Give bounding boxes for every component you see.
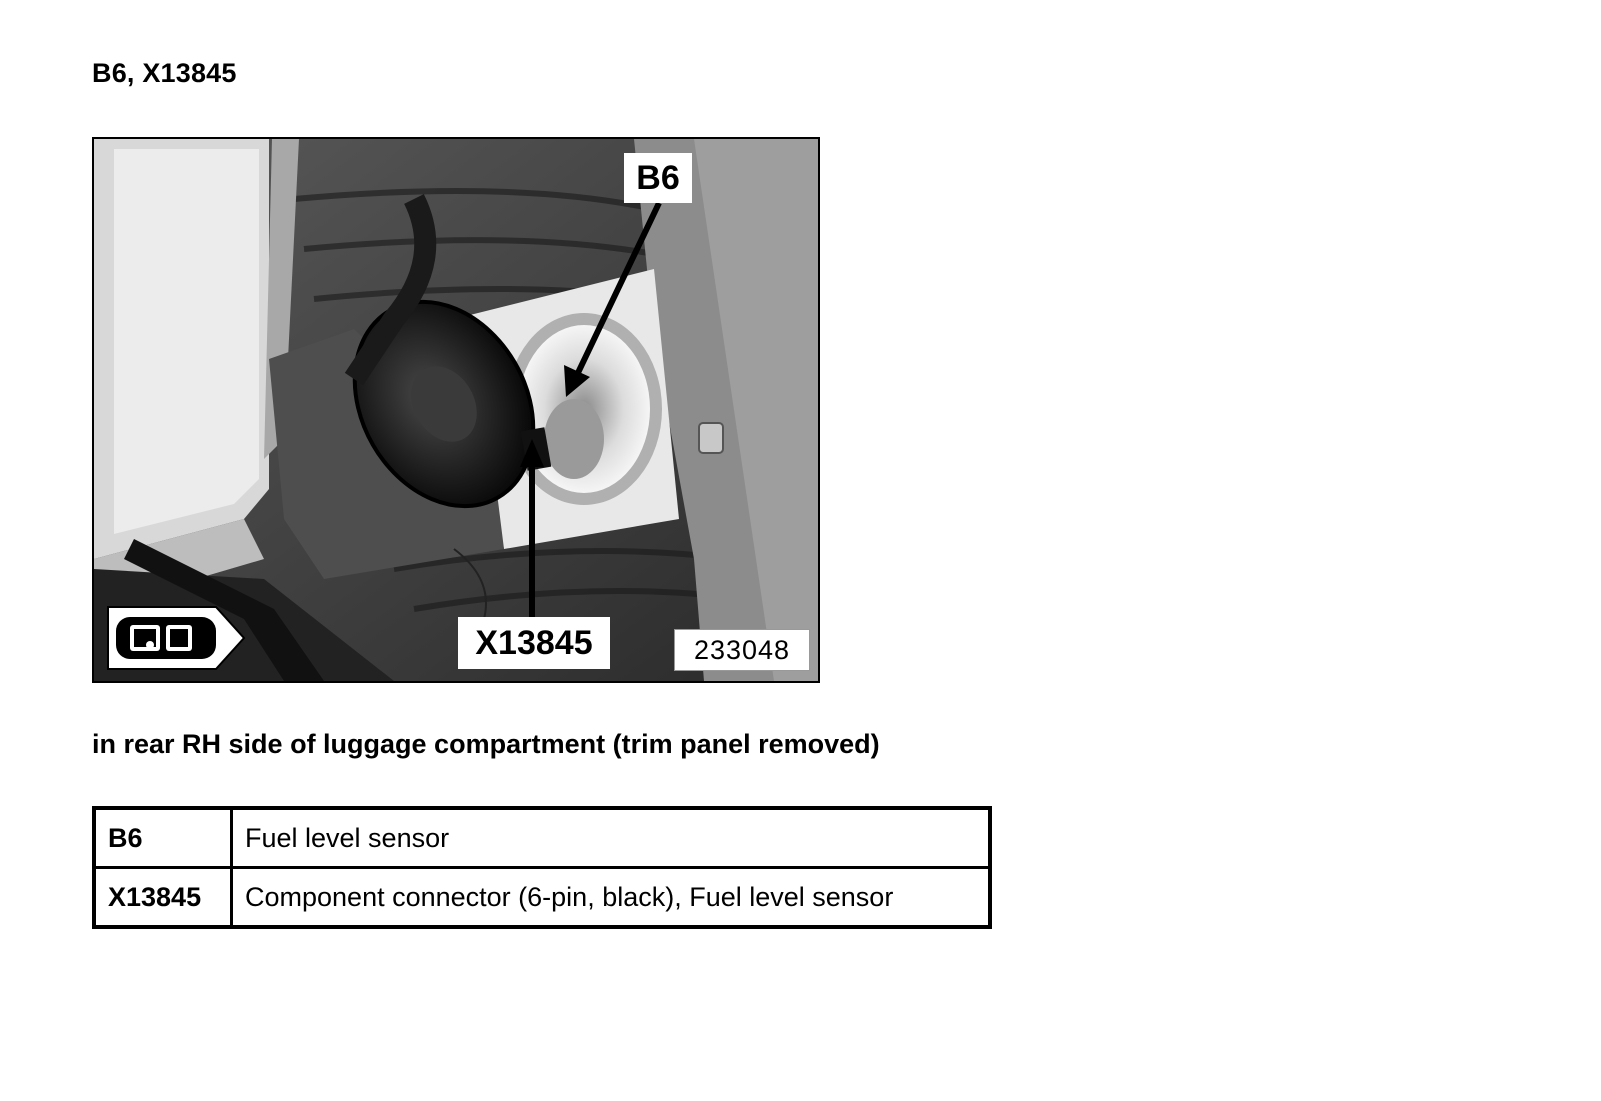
legend-code: X13845 xyxy=(92,866,233,929)
callout-x13845: X13845 xyxy=(458,617,610,669)
legend-description: Fuel level sensor xyxy=(230,806,992,869)
component-location-photo: B6 X13845 233048 xyxy=(92,137,820,683)
location-caption: in rear RH side of luggage compartment (… xyxy=(92,729,880,759)
car-top-view-icon xyxy=(106,605,246,671)
callout-b6: B6 xyxy=(624,153,692,203)
table-row: X13845 Component connector (6-pin, black… xyxy=(92,866,992,929)
figure-number: 233048 xyxy=(674,629,810,671)
legend-table: B6 Fuel level sensor X13845 Component co… xyxy=(92,806,992,929)
table-row: B6 Fuel level sensor xyxy=(92,806,992,869)
legend-description: Component connector (6-pin, black), Fuel… xyxy=(230,866,992,929)
page-title: B6, X13845 xyxy=(92,58,237,88)
arrow-b6 xyxy=(573,201,662,379)
photo-illustration xyxy=(94,139,818,681)
legend-code: B6 xyxy=(92,806,233,869)
